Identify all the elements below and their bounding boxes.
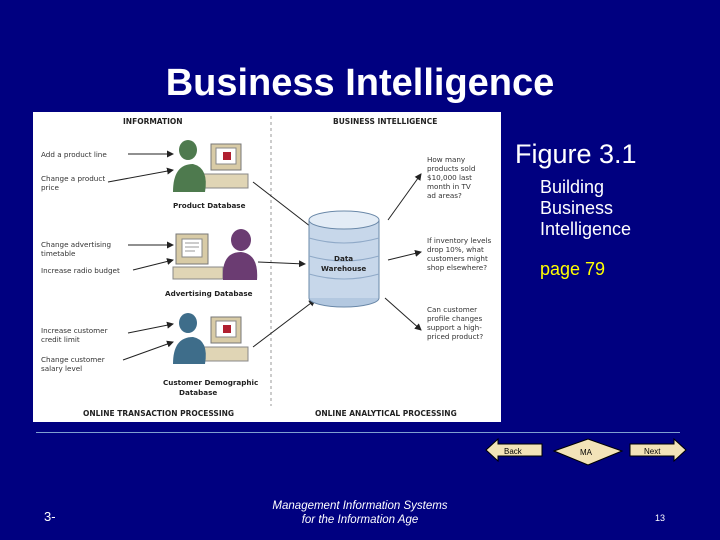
figure-bottom-left: ONLINE TRANSACTION PROCESSING [83, 409, 234, 418]
figure-business-intelligence: INFORMATION BUSINESS INTELLIGENCE ONLINE… [33, 112, 501, 422]
warehouse-arrows [252, 181, 316, 348]
description-line: Intelligence [540, 219, 632, 239]
figure-right-header: BUSINESS INTELLIGENCE [333, 117, 437, 126]
input-arrows [107, 150, 174, 361]
warehouse-label: Data Warehouse [321, 254, 366, 273]
back-button[interactable]: Back [484, 437, 544, 468]
back-arrow-icon: Back [485, 437, 543, 463]
slide-number: 13 [655, 513, 666, 523]
next-button[interactable]: Next [628, 437, 688, 468]
home-button-label: MA [580, 448, 593, 457]
input-label: Increase radio budget [41, 266, 120, 275]
figure-description: Building Business Intelligence [540, 177, 631, 240]
database-label: Advertising Database [165, 289, 253, 298]
book-title-line: for the Information Age [301, 514, 419, 526]
back-button-label: Back [504, 447, 523, 456]
footer-divider [36, 432, 680, 433]
question-arrows [384, 173, 422, 331]
book-title: Management Information Systems for the I… [245, 499, 475, 527]
customer-workstation-icon [173, 313, 249, 364]
home-button[interactable]: MA [552, 437, 624, 472]
figure-diagram: INFORMATION BUSINESS INTELLIGENCE ONLINE… [41, 116, 494, 418]
book-title-line: Management Information Systems [272, 500, 448, 512]
database-label: Customer Demographic Database [163, 378, 261, 397]
slide-title: Business Intelligence [165, 62, 555, 104]
home-diamond-icon: MA [552, 438, 624, 466]
input-label: Increase customer credit limit [41, 326, 110, 344]
next-arrow-icon: Next [629, 437, 687, 463]
figure-caption: Figure 3.1 [515, 139, 637, 169]
data-warehouse-icon [308, 210, 380, 308]
figure-bottom-right: ONLINE ANALYTICAL PROCESSING [315, 409, 457, 418]
input-label: Change a product price [41, 174, 107, 192]
next-button-label: Next [644, 447, 661, 456]
advertising-workstation-icon [172, 229, 258, 280]
input-label: Change customer salary level [41, 355, 107, 373]
description-line: Building [540, 177, 605, 197]
description-line: Business [540, 198, 614, 218]
database-label: Product Database [173, 201, 246, 210]
product-workstation-icon [173, 140, 249, 192]
question-label: If inventory levels drop 10%, what custo… [427, 236, 494, 272]
input-label: Change advertising timetable [41, 240, 113, 258]
chapter-number: 3- [44, 509, 56, 524]
question-label: Can customer profile changes support a h… [427, 305, 484, 341]
page-reference: page 79 [540, 259, 606, 279]
figure-left-header: INFORMATION [123, 117, 183, 126]
input-label: Add a product line [41, 150, 107, 159]
question-label: How many products sold $10,000 last mont… [427, 155, 478, 200]
